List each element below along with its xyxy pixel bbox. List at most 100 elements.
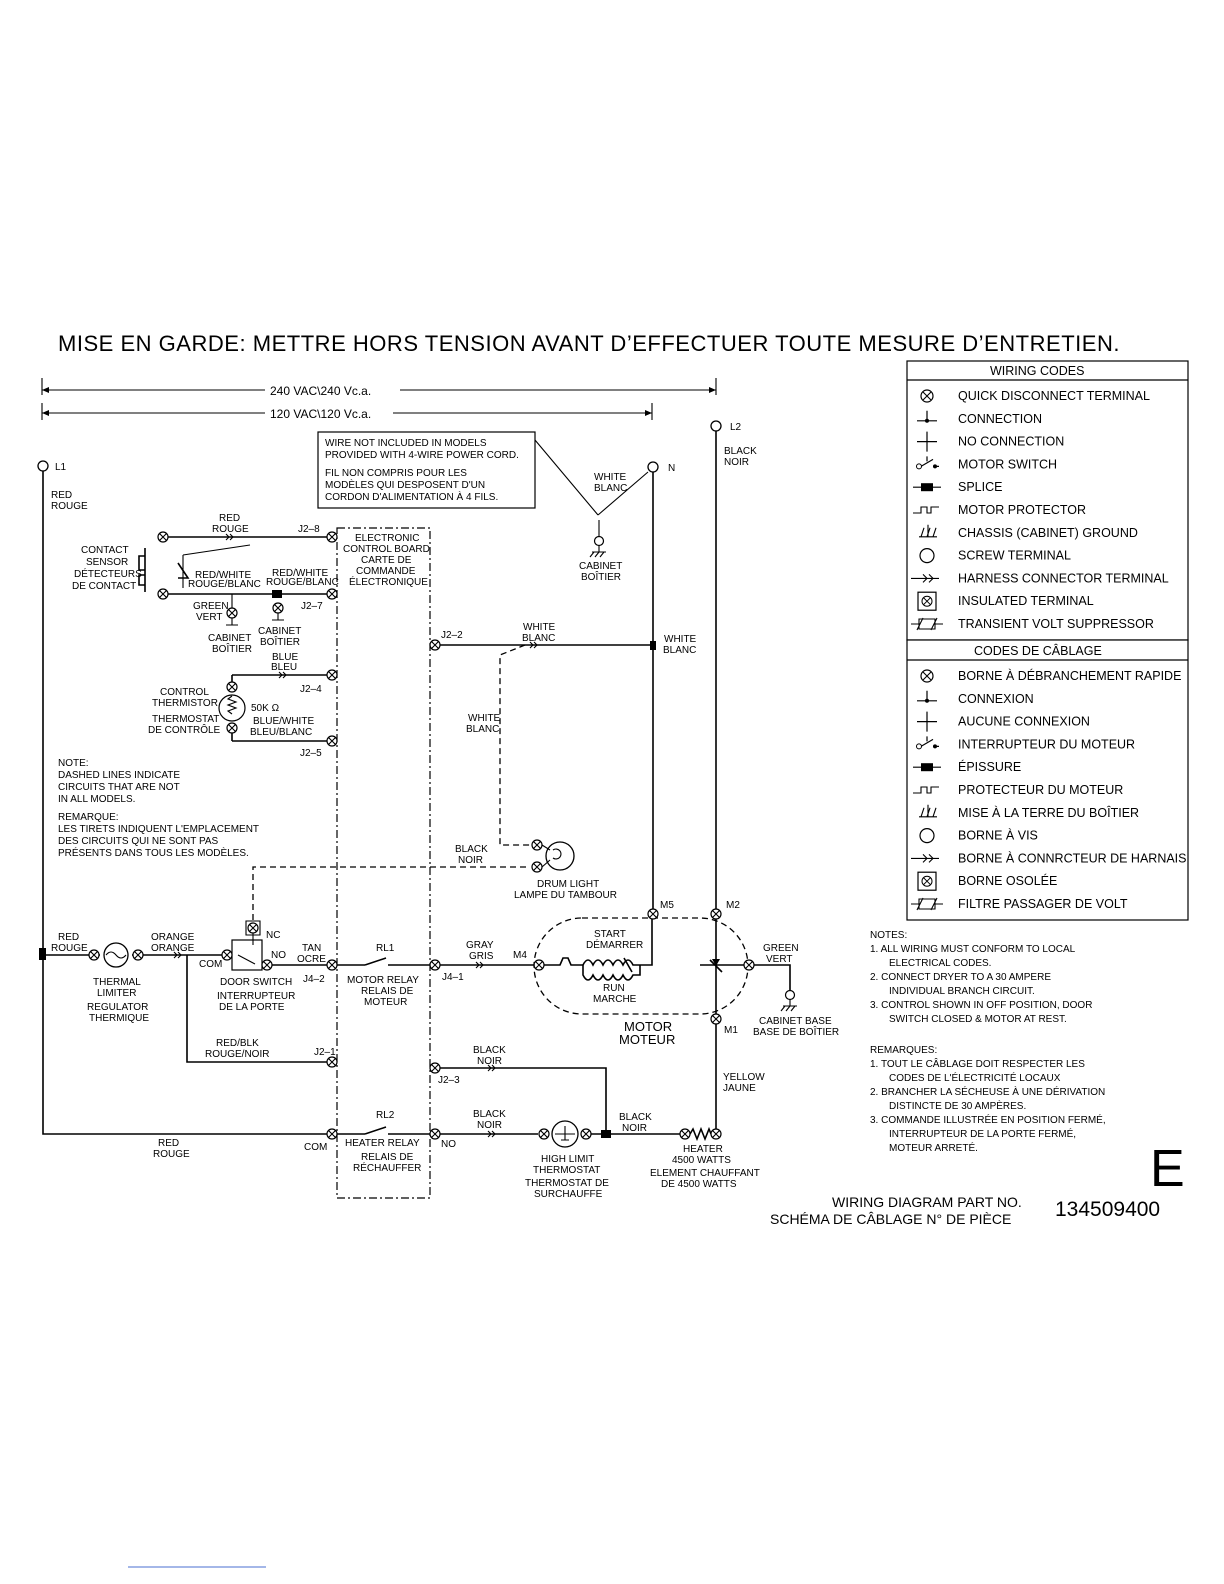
heater-yellow-fr: JAUNE: [723, 1083, 756, 1094]
heater-label-1: HEATER: [683, 1144, 723, 1155]
m1-label: M1: [724, 1025, 738, 1036]
rl2-black-en: BLACK: [473, 1109, 506, 1120]
svg-text:ELECTRICAL CODES.: ELECTRICAL CODES.: [889, 958, 991, 969]
sensor-ground-green-en: GREEN: [193, 601, 229, 612]
heater-black-fr: NOIR: [622, 1123, 647, 1134]
dashed-lines-note: NOTE: DASHED LINES INDICATE CIRCUITS THA…: [58, 758, 259, 859]
sensor-wire-red-en: RED: [219, 513, 240, 524]
contact-sensor-label-1: CONTACT: [81, 545, 129, 556]
sensor-cabinet-fr: BOÎTIER: [212, 642, 252, 655]
n-splice-wire-en: WHITE: [664, 634, 697, 645]
high-limit-label-3: THERMOSTAT DE: [525, 1178, 609, 1189]
door-red-blk-fr: ROUGE/NOIR: [205, 1049, 269, 1060]
n-label: N: [668, 463, 675, 474]
thermistor-label-4: DE CONTRÔLE: [148, 723, 221, 736]
cabinet-base-label-en: CABINET BASE: [759, 1016, 832, 1027]
rl2-no-label: NO: [441, 1139, 456, 1150]
svg-text:REMARQUES:: REMARQUES:: [870, 1045, 937, 1056]
thermistor-label-3: THERMOSTAT: [152, 714, 219, 725]
part-number: 134509400: [1055, 1198, 1160, 1221]
l2-label: L2: [730, 422, 742, 433]
insulated-terminal-icon: [917, 591, 937, 611]
board-label-5: ÉLECTRONIQUE: [349, 575, 428, 588]
legend-label: NO CONNECTION: [958, 435, 1064, 449]
voltage-240-dimension: 240 VAC\240 Vc.a.: [41, 378, 717, 398]
thermistor-blue-white-fr: BLEU/BLANC: [250, 727, 312, 738]
svg-text:FIL NON COMPRIS POUR LES: FIL NON COMPRIS POUR LES: [325, 468, 467, 479]
splice-icon: [913, 763, 941, 772]
legend-label: CHASSIS (CABINET) GROUND: [958, 526, 1138, 540]
door-no-label: NO: [271, 950, 286, 961]
board-red-white-en: RED/WHITE: [272, 568, 328, 579]
j4-2-label: J4–2: [303, 974, 325, 985]
rl2-label: RL2: [376, 1110, 395, 1121]
door-switch-label-3: DE LA PORTE: [219, 1002, 285, 1013]
legend-label: MISE À LA TERRE DU BOÎTIER: [958, 805, 1139, 820]
motor-gray-fr: GRIS: [469, 951, 494, 962]
thermistor-label-2: THERMISTOR: [152, 698, 218, 709]
motor-switch-icon: [916, 736, 939, 750]
svg-text:CIRCUITS THAT ARE NOT: CIRCUITS THAT ARE NOT: [58, 782, 180, 793]
motor-gray-en: GRAY: [466, 940, 494, 951]
door-tan-en: TAN: [302, 943, 321, 954]
svg-text:PRÉSENTS DANS TOUS LES MODÈLES: PRÉSENTS DANS TOUS LES MODÈLES.: [58, 846, 249, 859]
transient-volt-suppressor-icon: [911, 617, 943, 631]
m2-label: M2: [726, 900, 740, 911]
j2-3-label: J2–3: [438, 1075, 460, 1086]
thermistor-value: 50K Ω: [251, 703, 280, 714]
svg-text:IN ALL MODELS.: IN ALL MODELS.: [58, 794, 135, 805]
motor-relay-label-2: RELAIS DE: [361, 986, 414, 997]
svg-text:2. BRANCHER LA SÉCHEUSE À UNE: 2. BRANCHER LA SÉCHEUSE À UNE DÉRIVATION: [870, 1085, 1105, 1098]
svg-text:INTERRUPTEUR DE LA PORTE FERMÉ: INTERRUPTEUR DE LA PORTE FERMÉ,: [889, 1127, 1076, 1140]
legend-label: BORNE À CONNRCTEUR DE HARNAIS: [958, 850, 1187, 865]
legend-label: QUICK DISCONNECT TERMINAL: [958, 389, 1150, 403]
l1-label: L1: [55, 462, 67, 473]
voltage-120-dimension: 120 VAC\120 Vc.a.: [41, 403, 653, 421]
limiter-orange-fr: ORANGE: [151, 943, 195, 954]
legend-label: ÉPISSURE: [958, 759, 1021, 774]
legend-label: SCREW TERMINAL: [958, 549, 1071, 563]
j2-2-label: J2–2: [441, 630, 463, 641]
heater-label-3: ELEMENT CHAUFFANT: [650, 1168, 760, 1179]
drum-light-label-fr: LAMPE DU TAMBOUR: [514, 890, 617, 901]
legend-label: INSULATED TERMINAL: [958, 594, 1094, 608]
svg-text:3. CONTROL SHOWN IN OFF POSITI: 3. CONTROL SHOWN IN OFF POSITION, DOOR: [870, 1000, 1092, 1011]
legend-label: INTERRUPTEUR DU MOTEUR: [958, 737, 1135, 751]
svg-text:1. ALL WIRING MUST CONFORM TO: 1. ALL WIRING MUST CONFORM TO LOCAL: [870, 944, 1076, 955]
harness-connector-icon: [911, 574, 939, 583]
motor-relay-label-1: MOTOR RELAY: [347, 975, 419, 986]
heater-yellow-en: YELLOW: [723, 1072, 765, 1083]
screw-terminal-icon: [919, 547, 935, 564]
voltage-240-label: 240 VAC\240 Vc.a.: [270, 384, 371, 398]
svg-text:WIRE NOT INCLUDED IN MODELS: WIRE NOT INCLUDED IN MODELS: [325, 438, 487, 449]
door-nc-label: NC: [266, 930, 280, 941]
legend-label: CONNECTION: [958, 412, 1042, 426]
legend-label: HARNESS CONNECTOR TERMINAL: [958, 571, 1169, 585]
remarques-block: REMARQUES: 1. TOUT LE CÂBLAGE DOIT RESPE…: [870, 1045, 1106, 1154]
legend-label: MOTOR SWITCH: [958, 457, 1057, 471]
limiter-red-fr: ROUGE: [51, 943, 88, 954]
rl1-label: RL1: [376, 943, 395, 954]
heater-label-2: 4500 WATTS: [672, 1155, 731, 1166]
j2-8-label: J2–8: [298, 524, 320, 535]
j2-4-label: J2–4: [300, 684, 322, 695]
j4-1-label: J4–1: [442, 972, 464, 983]
j2-7-label: J2–7: [301, 601, 323, 612]
svg-text:3. COMMANDE ILLUSTRÉE EN POSIT: 3. COMMANDE ILLUSTRÉE EN POSITION FERMÉ,: [870, 1113, 1106, 1126]
svg-text:INDIVIDUAL BRANCH CIRCUIT.: INDIVIDUAL BRANCH CIRCUIT.: [889, 986, 1035, 997]
door-switch-label-1: DOOR SWITCH: [220, 977, 292, 988]
electronic-control-board: [336, 527, 431, 1199]
n-cabinet-ground-label-fr: BOÎTIER: [581, 570, 621, 583]
drum-light-white-en: WHITE: [468, 713, 501, 724]
door-switch-label-2: INTERRUPTEUR: [217, 991, 295, 1002]
legend-label: SPLICE: [958, 480, 1002, 494]
n-wire-color-en: WHITE: [594, 472, 627, 483]
revision-letter: E: [1150, 1140, 1185, 1198]
board-cabinet-fr: BOÎTIER: [260, 635, 300, 648]
svg-text:MOTEUR: MOTEUR: [619, 1032, 675, 1047]
thermistor-blue-en: BLUE: [272, 652, 298, 663]
svg-text:2. CONNECT DRYER TO A 30 AMPER: 2. CONNECT DRYER TO A 30 AMPERE: [870, 972, 1051, 983]
legend-label: FILTRE PASSAGER DE VOLT: [958, 897, 1128, 911]
svg-text:CODES DE L'ÉLECTRICITÉ LOCAUX: CODES DE L'ÉLECTRICITÉ LOCAUX: [889, 1071, 1061, 1084]
svg-text:REMARQUE:: REMARQUE:: [58, 812, 119, 823]
